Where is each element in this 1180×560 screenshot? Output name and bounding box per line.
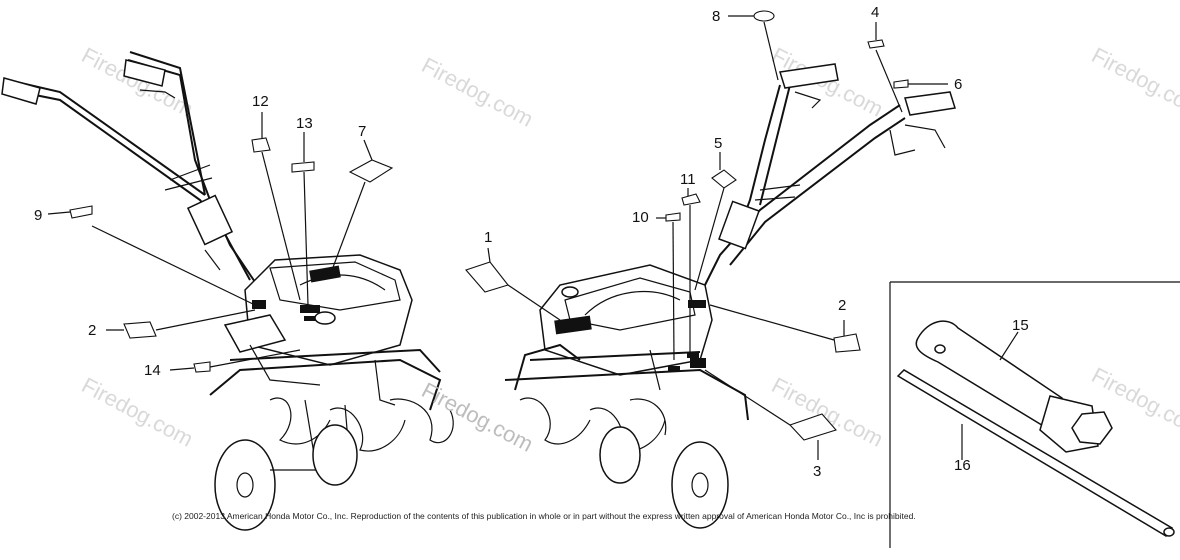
decal-3-part xyxy=(789,413,837,441)
decal-10-part xyxy=(665,212,681,222)
decal-2-right-part xyxy=(833,333,861,353)
right-tiller-illustration xyxy=(504,63,956,529)
callout-1: 1 xyxy=(484,229,492,246)
decal-8-part xyxy=(753,10,775,22)
callout-9: 9 xyxy=(34,207,42,224)
callout-numbers: 1 2 2 3 4 5 6 7 8 9 10 11 12 13 14 15 16 xyxy=(34,4,1029,480)
decal-14-part xyxy=(193,361,211,373)
decal-13-part xyxy=(291,161,315,173)
callout-11: 11 xyxy=(680,171,696,188)
decal-5-part xyxy=(711,169,737,189)
watermark-5: Firedog.com xyxy=(78,372,198,451)
decal-6-part xyxy=(893,79,909,89)
decal-11-part xyxy=(681,193,701,206)
callout-16: 16 xyxy=(954,457,971,474)
decal-1-part xyxy=(465,261,509,293)
copyright-notice: (c) 2002-2013 American Honda Motor Co., … xyxy=(172,511,916,521)
callout-4: 4 xyxy=(871,4,879,21)
watermark-center: Firedog.com xyxy=(418,377,538,456)
watermark-2: Firedog.com xyxy=(418,52,538,131)
callout-7: 7 xyxy=(358,123,366,140)
watermark-6: Firedog.com xyxy=(768,372,888,451)
decal-4-part xyxy=(867,39,885,49)
callout-3: 3 xyxy=(813,463,821,480)
callout-2-right: 2 xyxy=(838,297,846,314)
callout-10: 10 xyxy=(632,209,649,226)
leader-lines xyxy=(47,15,1019,460)
callout-2-left: 2 xyxy=(88,322,96,339)
callout-15: 15 xyxy=(1012,317,1029,334)
callout-14: 14 xyxy=(144,362,161,379)
callout-8: 8 xyxy=(712,8,720,25)
left-tiller-illustration xyxy=(1,51,454,531)
callout-13: 13 xyxy=(296,115,313,132)
callout-6: 6 xyxy=(954,76,962,93)
decal-9-part xyxy=(69,205,93,219)
watermark-4: Firedog.com xyxy=(1088,42,1180,121)
decal-parts xyxy=(69,10,909,441)
callout-12: 12 xyxy=(252,93,269,110)
callout-5: 5 xyxy=(714,135,722,152)
tool-inset xyxy=(889,281,1180,548)
decal-7-part xyxy=(348,159,394,183)
decal-2-left-part xyxy=(123,321,157,339)
decal-12-part xyxy=(251,137,271,153)
